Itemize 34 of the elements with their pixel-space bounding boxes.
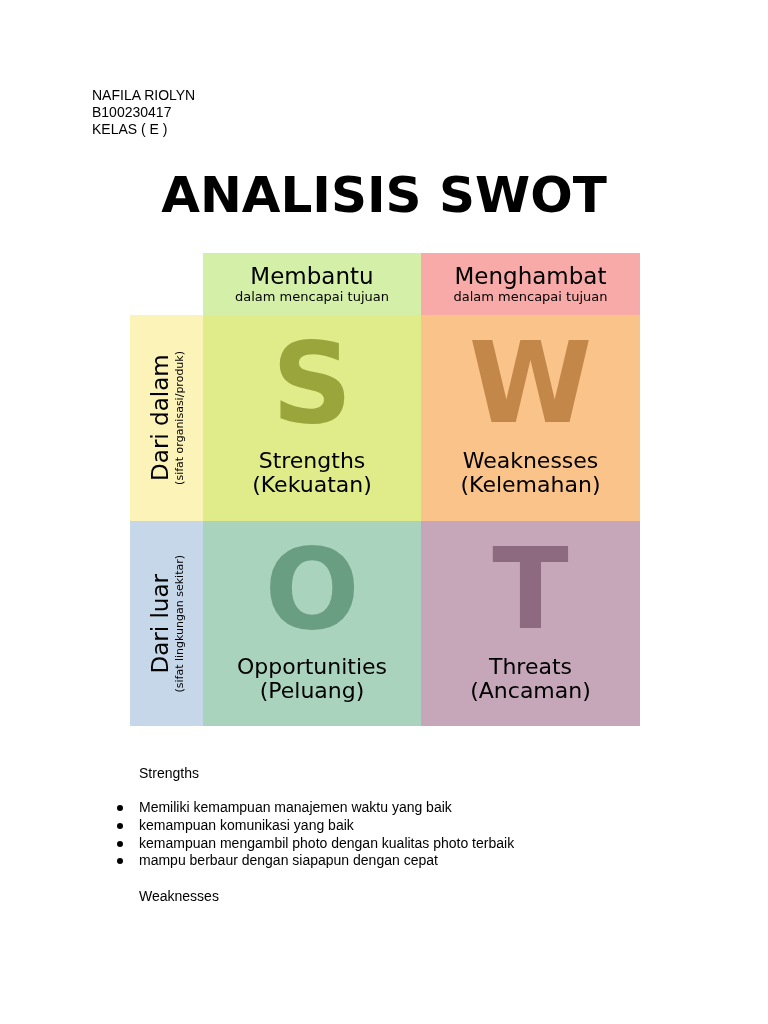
column-header-cell (203, 253, 421, 315)
list-item: kemampuan komunikasi yang baik (139, 817, 354, 834)
row-header-cell (130, 521, 203, 726)
quadrant-cell (421, 315, 640, 521)
list-item: Memiliki kemampuan manajemen waktu yang baik (139, 799, 452, 816)
quadrant-cell (421, 521, 640, 726)
column-heading: Membantu (250, 263, 374, 289)
row-heading: Dari luar (146, 572, 173, 676)
quadrant-label: Weaknesses (Kelemahan) (459, 449, 602, 497)
column-heading: Menghambat (454, 263, 607, 289)
quadrant-label: Strengths (Kekuatan) (251, 449, 373, 497)
row-header-cell (130, 315, 203, 521)
background-letter: O (264, 533, 360, 645)
list-item: mampu berbaur dengan siapapun dengan cepat (139, 852, 438, 869)
column-header-cell (421, 253, 640, 315)
background-letter: T (492, 533, 569, 645)
page-title: ANALISIS SWOT (160, 165, 608, 225)
column-subheading: dalam mencapai tujuan (235, 289, 389, 305)
row-heading: Dari dalam (146, 353, 173, 484)
background-letter: W (468, 327, 593, 439)
list-item: kemampuan mengambil photo dengan kualitas photo terbaik (139, 835, 515, 852)
student-id: B100230417 (92, 104, 172, 121)
quadrant-cell (203, 315, 421, 521)
class-label: KELAS ( E ) (92, 121, 168, 138)
background-letter: S (271, 327, 353, 439)
row-subheading: (sifat lingkungan sekitar) (172, 554, 187, 693)
author-name: NAFILA RIOLYN (92, 87, 196, 104)
quadrant-label: Opportunities (Peluang) (235, 655, 389, 703)
row-subheading: (sifat organisasi/produk) (172, 351, 187, 485)
quadrant-cell (203, 521, 421, 726)
quadrant-label: Threats (Ancaman) (469, 655, 592, 703)
section-heading: Weaknesses (139, 888, 219, 905)
section-heading: Strengths (139, 765, 199, 782)
column-subheading: dalam mencapai tujuan (453, 289, 608, 305)
